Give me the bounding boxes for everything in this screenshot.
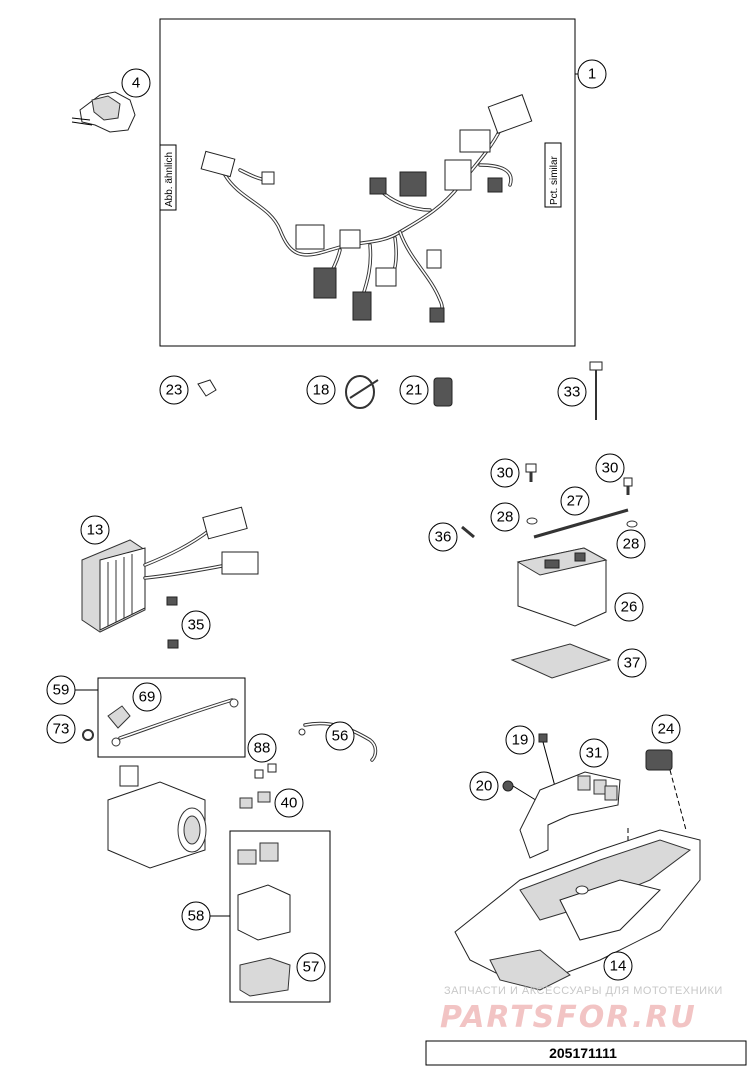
battery-tray-group: 19 31 24 20 14 <box>454 714 701 991</box>
callout-40: 40 <box>281 795 298 812</box>
wiring-harness-group: Abb. ähnlich Pct. similar <box>159 18 607 347</box>
callout-58: 58 <box>188 908 205 925</box>
part-21-cap: 21 <box>399 375 453 407</box>
callout-28-b: 28 <box>623 536 640 553</box>
callout-27: 27 <box>567 493 584 510</box>
part-33-dipstick: 33 <box>557 361 603 420</box>
callout-33: 33 <box>564 384 581 401</box>
callout-4-circle <box>121 68 151 98</box>
part-59-cable-group: 59 69 73 <box>46 675 246 758</box>
part-4-bracket: 4 <box>71 68 151 133</box>
callout-28-a: 28 <box>497 509 514 526</box>
watermark: ЗАПЧАСТИ И АКСЕССУАРЫ ДЛЯ МОТОТЕХНИКИ PA… <box>440 985 723 1035</box>
part-18-cable-tie: 18 <box>306 375 379 409</box>
callout-69: 69 <box>139 689 156 706</box>
callout-21: 21 <box>406 382 423 399</box>
callout-31: 31 <box>586 745 603 762</box>
callout-57: 57 <box>303 959 320 976</box>
callout-35: 35 <box>188 617 205 634</box>
starter-motor <box>107 765 207 869</box>
callout-73: 73 <box>53 721 70 738</box>
part-88-40-fuses: 88 40 <box>239 733 304 818</box>
callout-1-circle <box>577 59 607 89</box>
callout-24: 24 <box>658 721 675 738</box>
callout-19: 19 <box>512 732 529 749</box>
side-label-right: Pct. similar <box>549 155 560 205</box>
callout-4: 4 <box>132 75 140 92</box>
callout-88: 88 <box>254 740 271 757</box>
callout-13: 13 <box>87 522 104 539</box>
document-code: 205171111 <box>549 1045 617 1061</box>
wiring-harness-drawing <box>200 94 533 323</box>
battery-group: 30 30 27 28 28 36 26 37 <box>428 453 647 679</box>
watermark-line-2: PARTSFOR.RU <box>440 1000 697 1035</box>
callout-30-a: 30 <box>497 465 514 482</box>
callout-18: 18 <box>313 382 330 399</box>
callout-14: 14 <box>610 958 627 975</box>
part-13-voltage-regulator: 13 35 <box>80 506 259 649</box>
side-label-left-box <box>159 144 177 211</box>
part-58-relay-group: 58 57 <box>181 830 331 1003</box>
part-23-clip: 23 <box>159 375 217 405</box>
document-code-box: 205171111 <box>425 1040 747 1066</box>
side-label-right-box <box>544 142 562 208</box>
callout-36: 36 <box>435 529 452 546</box>
callout-1: 1 <box>588 66 596 83</box>
watermark-line-1: ЗАПЧАСТИ И АКСЕССУАРЫ ДЛЯ МОТОТЕХНИКИ <box>444 985 723 997</box>
callout-20: 20 <box>476 778 493 795</box>
callout-37: 37 <box>624 655 641 672</box>
callout-23: 23 <box>166 382 183 399</box>
callout-30-b: 30 <box>602 460 619 477</box>
part-56-cable: 56 <box>298 721 378 762</box>
callout-26: 26 <box>621 599 638 616</box>
callout-56: 56 <box>332 728 349 745</box>
callout-59: 59 <box>53 682 70 699</box>
side-label-left: Abb. ähnlich <box>164 152 175 207</box>
